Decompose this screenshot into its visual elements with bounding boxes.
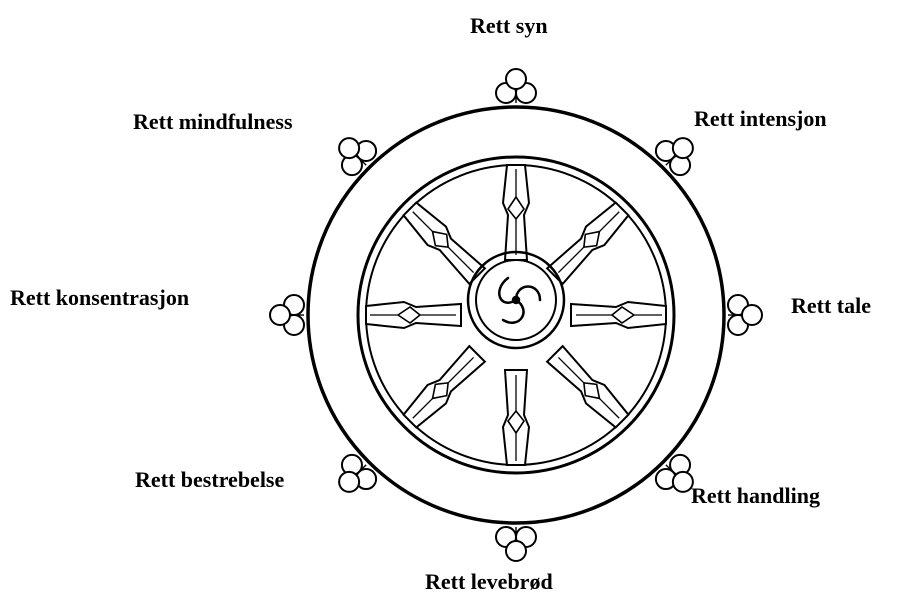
label-rett-konsentrasjon: Rett konsentrasjon	[10, 285, 189, 311]
label-rett-bestrebelse: Rett bestrebelse	[135, 467, 284, 493]
label-rett-tale: Rett tale	[791, 293, 871, 319]
spoke-n	[503, 165, 529, 260]
spoke-se	[546, 345, 632, 431]
rim-knob-n	[496, 69, 536, 103]
rim-knob-w	[270, 295, 304, 335]
wheel-knobs	[270, 69, 762, 561]
spoke-w	[366, 302, 461, 328]
wheel-hub	[468, 252, 564, 348]
spoke-nw	[401, 200, 487, 286]
rim-knob-s	[496, 527, 536, 561]
label-rett-intensjon: Rett intensjon	[694, 106, 827, 132]
label-rett-handling: Rett handling	[691, 483, 820, 509]
label-rett-mindfulness: Rett mindfulness	[133, 109, 293, 135]
spoke-sw	[401, 345, 487, 431]
label-rett-levebrod: Rett levebrød	[425, 569, 553, 595]
rim-knob-sw	[328, 451, 380, 503]
spoke-ne	[546, 200, 632, 286]
rim-knob-ne	[652, 127, 704, 179]
label-rett-syn: Rett syn	[470, 13, 548, 39]
spoke-e	[571, 302, 666, 328]
wheel-spokes	[366, 165, 666, 465]
rim-knob-e	[728, 295, 762, 335]
rim-knob-nw	[328, 127, 380, 179]
spoke-s	[503, 370, 529, 465]
hub-swirl	[499, 278, 540, 323]
